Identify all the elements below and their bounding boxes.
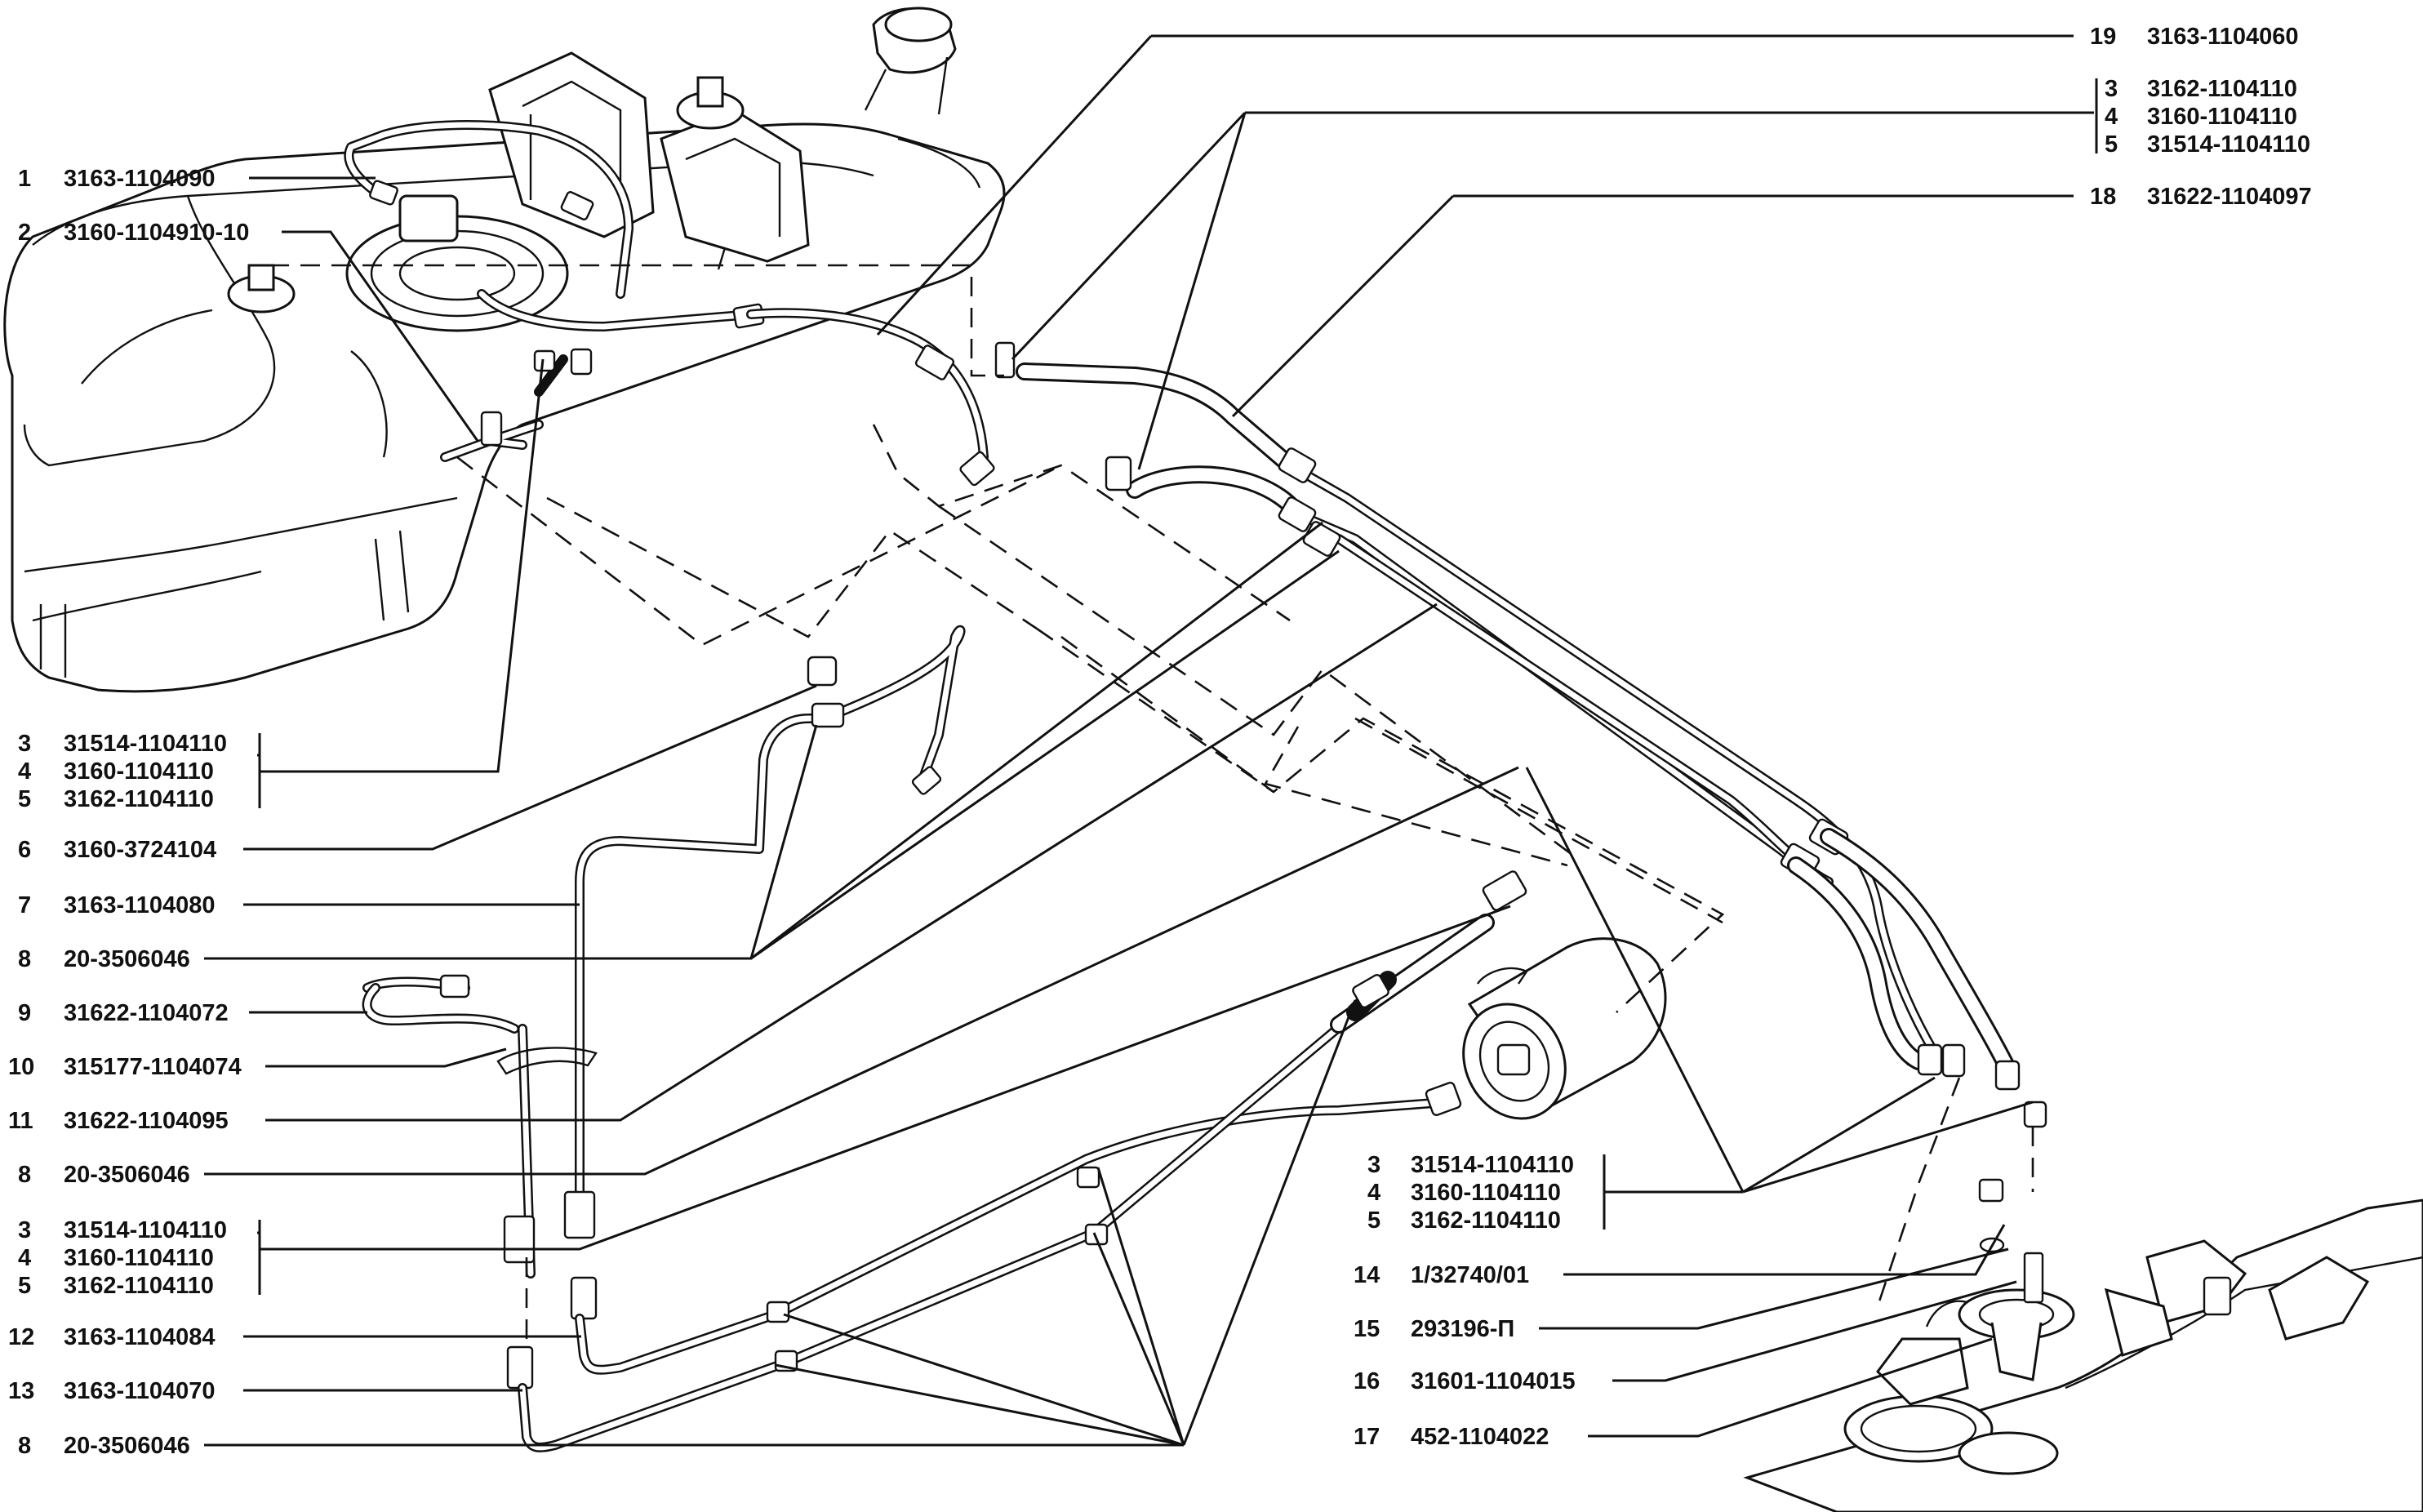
tank-tubes [344, 120, 765, 462]
callout-number: 4 [18, 758, 31, 785]
callout-part-code: 3163-1104084 [64, 1324, 215, 1350]
callout-number: 1 [18, 166, 31, 192]
callout-part-code: 3162-1104110 [1411, 1207, 1561, 1234]
callout-group-left-top: 3 31514-1104110 4 3160-1104110 5 3162-11… [18, 731, 261, 812]
callout-number: 8 [18, 1433, 31, 1459]
callout-number: 4 [2105, 104, 2118, 130]
callout-part-code: 31622-1104097 [2147, 184, 2312, 210]
callout-number: 18 [2090, 184, 2116, 210]
callout-part-code: 20-3506046 [64, 1433, 190, 1459]
fuel-tank [3, 7, 1006, 693]
callout-number: 5 [18, 1273, 31, 1299]
callout-part-code: 3160-3724104 [64, 837, 216, 863]
callout-part-code: 31514-1104110 [2147, 131, 2310, 158]
callout-number: 12 [8, 1324, 34, 1350]
callouts-right-bottom: 14 1/32740/01 15 293196-П 16 31601-11040… [1354, 1262, 1576, 1450]
callout-part-code: 31514-1104110 [64, 731, 227, 757]
line-19-tube [746, 308, 995, 487]
callout-group-right-mid: 3 31514-1104110 4 3160-1104110 5 3162-11… [1367, 1152, 1606, 1234]
dashed-lines [269, 264, 2034, 1347]
callout-part-code: 3160-1104110 [1411, 1180, 1561, 1206]
callout-number: 3 [2105, 76, 2118, 102]
callout-part-code: 20-3506046 [64, 946, 190, 972]
fuel-sender-assembly [1743, 1178, 2423, 1512]
callout-part-code: 3160-1104110 [64, 1245, 214, 1271]
callout-number: 16 [1354, 1368, 1380, 1394]
callout-part-code: 31514-1104110 [64, 1217, 227, 1243]
callout-number: 5 [2105, 131, 2118, 158]
callout-part-code: 3163-1104080 [64, 892, 215, 918]
callout-number: 3 [1367, 1152, 1380, 1178]
fuel-filter [1462, 937, 1667, 1120]
callout-part-code: 315177-1104074 [64, 1054, 242, 1080]
callout-number: 7 [18, 892, 31, 918]
callout-part-code: 3160-1104910-10 [64, 220, 249, 246]
callout-number: 10 [8, 1054, 34, 1080]
callout-number: 19 [2090, 24, 2116, 50]
callout-group-left-bottom: 3 31514-1104110 4 3160-1104110 5 3162-11… [18, 1217, 261, 1299]
tubes-6-7 [362, 625, 966, 1390]
callout-number: 8 [18, 1162, 31, 1188]
callout-number: 2 [18, 220, 31, 246]
hose-18 [1016, 362, 1299, 474]
callout-part-code: 20-3506046 [64, 1162, 190, 1188]
callout-part-code: 31601-1104015 [1411, 1368, 1576, 1394]
callout-part-code: 3160-1104110 [64, 758, 214, 785]
callout-number: 15 [1354, 1316, 1380, 1342]
callout-part-code: 31622-1104072 [64, 1000, 229, 1026]
callout-number: 9 [18, 1000, 31, 1026]
callout-number: 5 [18, 786, 31, 812]
callout-part-code: 3162-1104110 [2147, 76, 2297, 102]
callout-number: 6 [18, 837, 31, 863]
callout-part-code: 3162-1104110 [64, 786, 214, 812]
callout-part-code: 1/32740/01 [1411, 1262, 1529, 1288]
callout-number: 13 [8, 1378, 34, 1404]
callout-number: 14 [1354, 1262, 1380, 1288]
callout-part-code: 3163-1104070 [64, 1378, 215, 1404]
callout-part-code: 3163-1104090 [64, 166, 215, 192]
callout-number: 3 [18, 731, 31, 757]
callout-part-code: 31622-1104095 [64, 1108, 229, 1134]
callout-part-code: 293196-П [1411, 1316, 1514, 1342]
hose-mid [1105, 456, 1307, 523]
callouts-left: 1 3163-1104090 2 3160-1104910-10 6 3160-… [8, 166, 249, 1459]
callout-part-code: 3160-1104110 [2147, 104, 2297, 130]
callout-number: 3 [18, 1217, 31, 1243]
callout-number: 17 [1354, 1424, 1380, 1450]
callouts-right-top: 19 3163-1104060 18 31622-1104097 [2090, 24, 2312, 210]
callout-part-code: 3163-1104060 [2147, 24, 2298, 50]
bottom-tubes [518, 870, 1527, 1452]
callout-part-code: 3162-1104110 [64, 1273, 214, 1299]
callout-group-right-top: 3 3162-1104110 4 3160-1104110 5 31514-11… [2095, 76, 2310, 158]
callout-number: 8 [18, 946, 31, 972]
callout-part-code: 31514-1104110 [1411, 1152, 1574, 1178]
callout-number: 5 [1367, 1207, 1380, 1234]
callout-part-code: 452-1104022 [1411, 1424, 1549, 1450]
long-tubes [1278, 447, 2047, 1128]
callout-number: 11 [8, 1108, 33, 1134]
clamp-top [994, 341, 1016, 379]
callout-number: 4 [18, 1245, 31, 1271]
callout-number: 4 [1367, 1180, 1380, 1206]
